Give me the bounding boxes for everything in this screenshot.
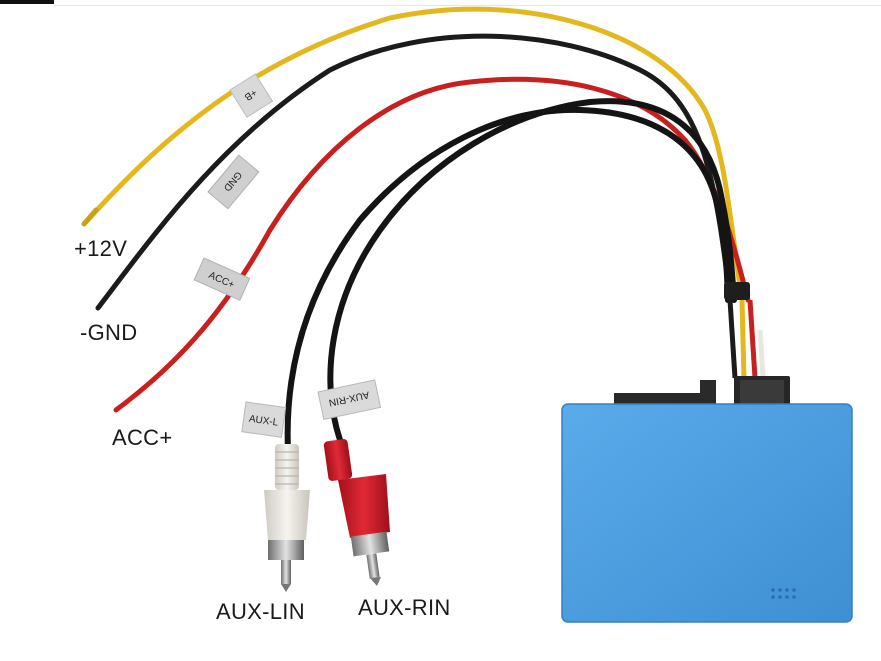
- module-connector-left: [614, 380, 716, 406]
- rca-plug-red: [323, 439, 390, 586]
- red-wire: [113, 76, 751, 413]
- vent-holes: [771, 588, 796, 599]
- tag-gnd: GND: [207, 154, 260, 210]
- label-aux-lin: AUX-LIN: [216, 599, 305, 624]
- interface-module-box: [561, 403, 853, 623]
- header-divider: [54, 5, 881, 6]
- module-connector-right: [734, 376, 790, 408]
- label-plus12v: +12V: [74, 236, 128, 261]
- yellow-wire: [83, 6, 745, 303]
- tag-aux-l: AUX-L: [241, 401, 287, 438]
- cable-tie: [724, 282, 750, 300]
- label-acc: ACC+: [112, 425, 173, 450]
- header-accent-bar: [0, 0, 54, 4]
- label-gnd: -GND: [80, 320, 138, 345]
- tag-aux-rin: AUX-RIN: [317, 379, 382, 420]
- tag-acc-plus: ACC+: [193, 257, 251, 301]
- aux-rin-cable: [327, 98, 737, 443]
- label-aux-rin: AUX-RIN: [358, 595, 451, 620]
- svg-text:AUX-L: AUX-L: [248, 414, 279, 429]
- tag-b-plus: +B: [229, 73, 274, 118]
- rca-plug-white: [264, 444, 310, 592]
